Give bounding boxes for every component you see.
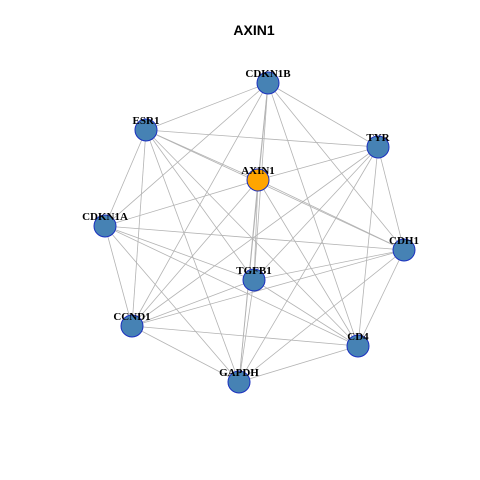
edge-cdh1-ccnd1 <box>131 249 405 327</box>
edge-cd4-gapdh <box>238 345 359 383</box>
node-circle-cdkn1b <box>256 71 280 95</box>
edge-cdh1-cd4 <box>357 249 405 347</box>
node-circle-tgfb1 <box>242 268 266 292</box>
node-tyr: TYR <box>366 132 391 159</box>
edge-cdkn1a-cd4 <box>104 225 359 347</box>
node-axin1: AXIN1 <box>241 165 275 192</box>
graph-title: AXIN1 <box>233 22 274 38</box>
edge-layer <box>104 82 405 383</box>
edge-ccnd1-cd4 <box>131 325 359 347</box>
edge-cdkn1b-cdh1 <box>267 82 405 251</box>
edge-esr1-ccnd1 <box>131 129 147 327</box>
node-circle-cdh1 <box>392 238 416 262</box>
edge-cdkn1a-ccnd1 <box>104 225 133 327</box>
edge-tyr-gapdh <box>238 146 379 383</box>
edge-axin1-tyr <box>257 146 379 181</box>
edge-axin1-cd4 <box>257 179 359 347</box>
node-label-cdh1: CDH1 <box>389 235 419 247</box>
edge-cdkn1b-esr1 <box>145 82 269 131</box>
edge-tyr-cdh1 <box>377 146 405 251</box>
node-circle-axin1 <box>246 168 270 192</box>
edge-cdkn1b-gapdh <box>238 82 269 383</box>
edge-cdkn1b-cdkn1a <box>104 82 269 227</box>
edge-axin1-cdkn1a <box>104 179 259 227</box>
node-circle-tyr <box>366 135 390 159</box>
node-label-ccnd1: CCND1 <box>113 311 150 323</box>
node-circle-gapdh <box>227 370 251 394</box>
edge-cdh1-gapdh <box>238 249 405 383</box>
node-label-esr1: ESR1 <box>133 115 160 127</box>
node-circle-cd4 <box>346 334 370 358</box>
edge-esr1-cdkn1a <box>104 129 147 227</box>
edge-cdkn1a-tgfb1 <box>104 225 255 281</box>
edge-cdh1-tgfb1 <box>253 249 405 281</box>
edge-cdkn1b-cd4 <box>267 82 359 347</box>
edge-esr1-cdh1 <box>145 129 405 251</box>
node-cdkn1b: CDKN1B <box>245 68 291 95</box>
node-ccnd1: CCND1 <box>113 311 151 338</box>
node-cdh1: CDH1 <box>389 235 419 262</box>
node-label-cd4: CD4 <box>347 331 369 343</box>
edge-tyr-tgfb1 <box>253 146 379 281</box>
node-tgfb1: TGFB1 <box>236 265 272 292</box>
node-label-tyr: TYR <box>366 132 390 144</box>
node-label-axin1: AXIN1 <box>241 165 275 177</box>
edge-axin1-ccnd1 <box>131 179 259 327</box>
node-circle-cdkn1a <box>93 214 117 238</box>
node-circle-ccnd1 <box>120 314 144 338</box>
node-circle-esr1 <box>134 118 158 142</box>
edge-cdkn1a-gapdh <box>104 225 240 383</box>
edge-esr1-tyr <box>145 129 379 148</box>
node-label-gapdh: GAPDH <box>219 367 259 379</box>
edge-tgfb1-gapdh <box>238 279 255 383</box>
edge-tgfb1-ccnd1 <box>131 279 255 327</box>
edge-tyr-cd4 <box>357 146 379 347</box>
edge-cdkn1b-tyr <box>267 82 379 148</box>
node-esr1: ESR1 <box>133 115 160 142</box>
edge-esr1-gapdh <box>145 129 240 383</box>
edge-ccnd1-gapdh <box>131 325 240 383</box>
node-label-cdkn1a: CDKN1A <box>82 211 128 223</box>
node-cd4: CD4 <box>346 331 370 358</box>
edge-tyr-ccnd1 <box>131 146 379 327</box>
node-label-tgfb1: TGFB1 <box>236 265 271 277</box>
node-label-cdkn1b: CDKN1B <box>245 68 291 80</box>
edge-cdkn1a-cdh1 <box>104 225 405 251</box>
node-cdkn1a: CDKN1A <box>82 211 128 238</box>
node-gapdh: GAPDH <box>219 367 259 394</box>
edge-esr1-tgfb1 <box>145 129 255 281</box>
edge-tgfb1-cd4 <box>253 279 359 347</box>
